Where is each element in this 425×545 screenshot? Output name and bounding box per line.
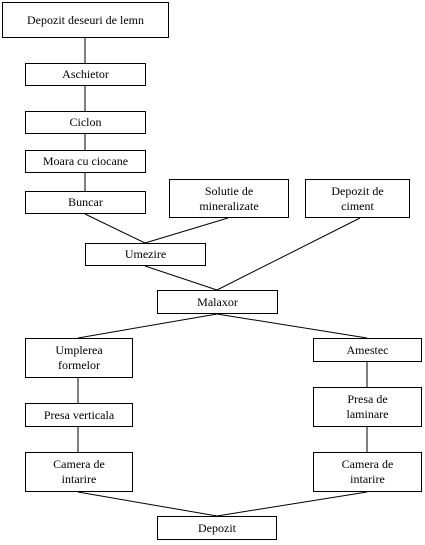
edge-ciment-malaxor [216, 217, 361, 291]
node-depozit: Depozit [157, 516, 277, 540]
edge-malaxor-umplerea [77, 313, 218, 339]
node-amestec: Amestec [313, 338, 422, 362]
node-moara: Moara cu ciocane [25, 150, 146, 173]
edge-camera-dreapta-depozit [216, 491, 368, 517]
edge-malaxor-amestec [216, 313, 368, 339]
node-depozit-deseuri: Depozit deseuri de lemn [2, 2, 169, 38]
node-aschietor: Aschietor [25, 63, 146, 86]
node-buncar: Buncar [25, 191, 146, 214]
node-solutie: Solutie de mineralizate [169, 179, 289, 218]
node-ciclon: Ciclon [25, 111, 146, 134]
node-malaxor: Malaxor [157, 290, 278, 314]
node-camera-dreapta: Camera de intarire [313, 452, 422, 492]
node-presa-laminare: Presa de laminare [313, 387, 422, 427]
edge-solutie-umezire [144, 217, 229, 244]
edge-umezire-malaxor [144, 265, 218, 291]
edge-buncar-umezire [84, 213, 146, 244]
node-umplerea: Umplerea formelor [25, 338, 133, 378]
edge-camera-stanga-depozit [77, 491, 218, 517]
node-camera-stanga: Camera de intarire [25, 452, 133, 492]
node-depozit-ciment: Depozit de ciment [305, 179, 410, 218]
node-umezire: Umezire [85, 243, 206, 266]
node-presa-verticala: Presa verticala [25, 403, 133, 427]
